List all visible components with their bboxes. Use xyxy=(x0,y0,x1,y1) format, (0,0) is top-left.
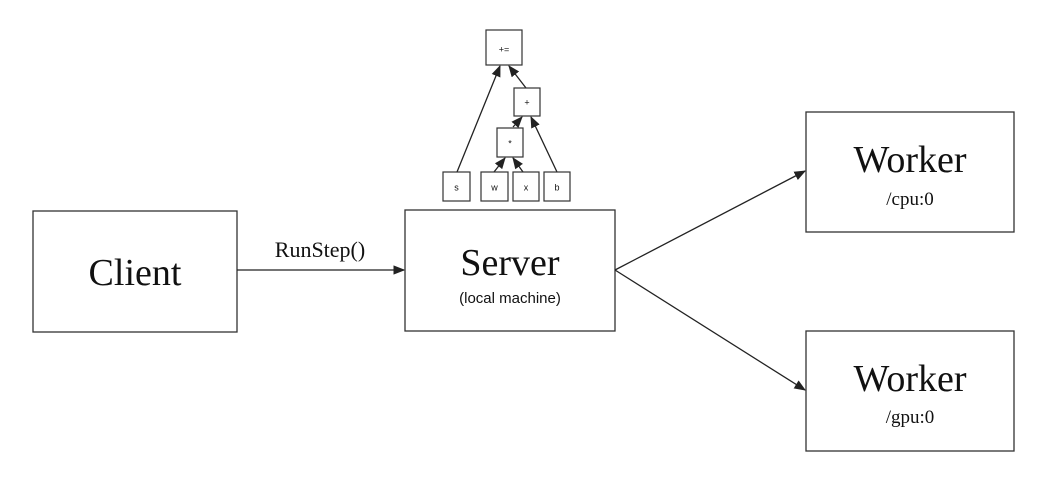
graph-edge-add-to-add-assign xyxy=(508,65,527,89)
graph-edge-mul-to-add xyxy=(511,116,523,128)
server-to-cpu-worker-arrow xyxy=(614,170,807,271)
graph-node-mul-label: * xyxy=(508,138,512,148)
worker-cpu-label: Worker xyxy=(854,139,967,181)
worker-gpu-label: Worker xyxy=(854,358,967,400)
graph-node-add-assign-label: += xyxy=(499,44,510,54)
server-node: Server (local machine) xyxy=(404,209,616,332)
worker-cpu-device: /cpu:0 xyxy=(886,189,934,210)
client-label: Client xyxy=(89,252,182,294)
worker-gpu-node: Worker /gpu:0 xyxy=(805,330,1015,452)
graph-node-add-label: + xyxy=(524,97,529,107)
edge-client-to-server: RunStep() xyxy=(237,237,406,275)
graph-node-b-label: b xyxy=(554,182,559,192)
server-to-gpu-worker-arrow xyxy=(614,269,806,391)
graph-node-s-label: s xyxy=(454,182,459,192)
graph-node-b: b xyxy=(543,171,571,202)
graph-node-s: s xyxy=(442,171,471,202)
graph-edge-w-to-mul xyxy=(493,157,506,173)
graph-node-x-label: x xyxy=(524,182,529,192)
client-node: Client xyxy=(32,210,238,333)
graph-node-add-assign: += xyxy=(485,29,523,66)
worker-cpu-node: Worker /cpu:0 xyxy=(805,111,1015,233)
graph-edge-b-to-add xyxy=(530,115,558,173)
worker-gpu-device: /gpu:0 xyxy=(886,407,935,428)
graph-edge-s-to-add-assign xyxy=(456,64,501,173)
server-sublabel: (local machine) xyxy=(459,290,561,307)
computation-graph: += + * s w x b xyxy=(442,29,571,202)
graph-node-w-label: w xyxy=(490,182,498,192)
server-label: Server xyxy=(460,242,560,284)
graph-node-mul: * xyxy=(496,127,524,158)
graph-node-w: w xyxy=(480,171,509,202)
graph-node-x: x xyxy=(512,171,540,202)
graph-edge-x-to-mul xyxy=(512,157,524,173)
graph-node-add: + xyxy=(513,87,541,117)
runstep-label: RunStep() xyxy=(275,237,365,262)
